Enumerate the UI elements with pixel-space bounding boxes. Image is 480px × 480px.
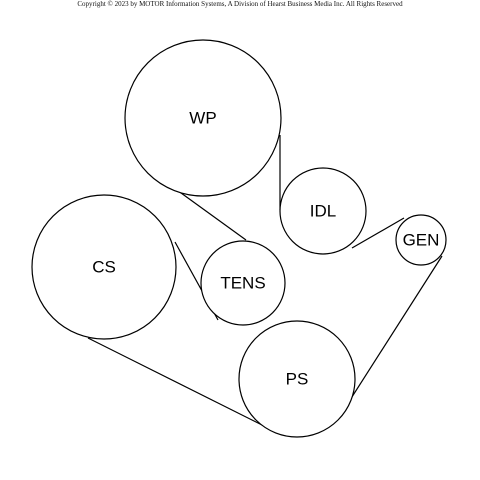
belt-segment-ps-cs [87, 337, 277, 433]
pulley-cs-label: CS [92, 258, 116, 277]
pulley-wp-label: WP [189, 109, 216, 128]
pulley-cs-circle [31, 194, 177, 340]
pulley-tens-label: TENS [220, 274, 265, 293]
pulley-idl-circle [279, 167, 367, 255]
pulley-idl: IDL [279, 167, 367, 255]
pulley-idl-label: IDL [310, 202, 336, 221]
pulley-wp: WP [124, 39, 282, 197]
pulley-ps-label: PS [286, 370, 309, 389]
pulley-cs: CS [31, 194, 177, 340]
belt-segment-gen-ps [349, 255, 443, 401]
belt-segment-idl-gen [351, 217, 405, 249]
pulley-wp-circle [124, 39, 282, 197]
pulley-gen-circle [395, 214, 447, 266]
belt-segment-wp-tens [169, 184, 247, 241]
pulley-tens-circle [200, 240, 286, 326]
pulley-ps-circle [238, 320, 356, 438]
pulley-gen: GEN [395, 214, 447, 266]
pulley-gen-label: GEN [403, 231, 440, 250]
pulley-ps: PS [238, 320, 356, 438]
copyright-notice: Copyright © 2023 by MOTOR Information Sy… [77, 0, 403, 8]
pulley-tens: TENS [200, 240, 286, 326]
